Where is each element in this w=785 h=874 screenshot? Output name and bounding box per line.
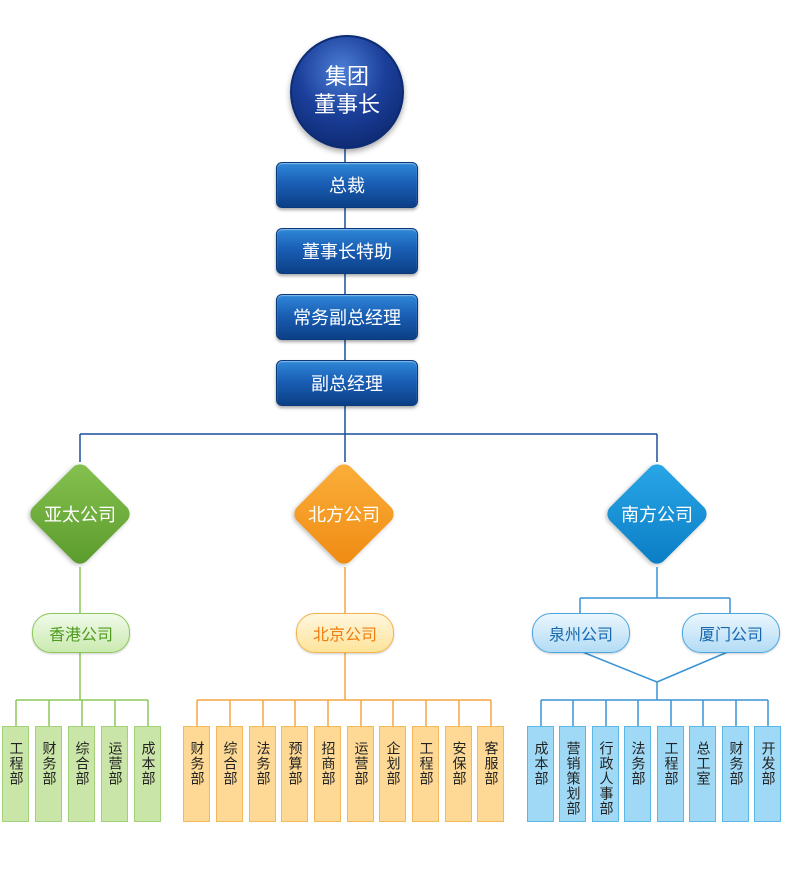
region-label: 南方公司 [621, 505, 693, 526]
dept-box[interactable]: 法务部 [249, 726, 276, 822]
dept-label: 法务部 [629, 741, 646, 786]
dept-box[interactable]: 财务部 [35, 726, 62, 822]
exec-chairman-assistant[interactable]: 董事长特助 [276, 228, 418, 274]
subsidiary-hong-kong[interactable]: 香港公司 [32, 613, 130, 653]
dept-label: 安保部 [450, 741, 467, 786]
dept-label: 财务部 [188, 741, 205, 786]
dept-box[interactable]: 开发部 [754, 726, 781, 822]
dept-label: 工程部 [417, 741, 434, 786]
dept-box[interactable]: 工程部 [657, 726, 684, 822]
dept-label: 总工室 [694, 741, 711, 786]
dept-label: 综合部 [73, 741, 90, 786]
dept-box[interactable]: 预算部 [281, 726, 308, 822]
dept-label: 工程部 [7, 741, 24, 786]
dept-label: 营销策划部 [564, 741, 581, 816]
dept-box[interactable]: 法务部 [624, 726, 651, 822]
subsidiary-beijing[interactable]: 北京公司 [296, 613, 394, 653]
merge-connector [579, 650, 658, 683]
dept-label: 运营部 [352, 741, 369, 786]
region-label: 北方公司 [308, 505, 380, 526]
dept-label: 成本部 [532, 741, 549, 786]
exec-vp[interactable]: 副总经理 [276, 360, 418, 406]
dept-label: 招商部 [319, 741, 336, 786]
subsidiary-xiamen[interactable]: 厦门公司 [682, 613, 780, 653]
region-label: 亚太公司 [44, 505, 116, 526]
dept-box[interactable]: 成本部 [134, 726, 161, 822]
dept-label: 法务部 [254, 741, 271, 786]
dept-label: 行政人事部 [597, 741, 614, 816]
dept-label: 成本部 [139, 741, 156, 786]
dept-box[interactable]: 工程部 [2, 726, 29, 822]
dept-box[interactable]: 安保部 [445, 726, 472, 822]
dept-label: 开发部 [759, 741, 776, 786]
dept-label: 工程部 [662, 741, 679, 786]
dept-box[interactable]: 综合部 [68, 726, 95, 822]
dept-box[interactable]: 总工室 [689, 726, 716, 822]
dept-label: 客服部 [482, 741, 499, 786]
dept-box[interactable]: 客服部 [477, 726, 504, 822]
subsidiary-quanzhou[interactable]: 泉州公司 [532, 613, 630, 653]
dept-box[interactable]: 运营部 [347, 726, 374, 822]
dept-box[interactable]: 成本部 [527, 726, 554, 822]
dept-label: 财务部 [727, 741, 744, 786]
dept-label: 预算部 [286, 741, 303, 786]
dept-box[interactable]: 运营部 [101, 726, 128, 822]
chairman-node[interactable]: 集团 董事长 [290, 35, 404, 149]
region-node-asia-pacific[interactable]: 亚太公司 [26, 460, 134, 568]
dept-box[interactable]: 财务部 [722, 726, 749, 822]
dept-label: 企划部 [384, 741, 401, 786]
dept-box[interactable]: 企划部 [379, 726, 406, 822]
dept-box[interactable]: 行政人事部 [592, 726, 619, 822]
dept-box[interactable]: 营销策划部 [559, 726, 586, 822]
dept-box[interactable]: 综合部 [216, 726, 243, 822]
exec-executive-vp[interactable]: 常务副总经理 [276, 294, 418, 340]
dept-box[interactable]: 工程部 [412, 726, 439, 822]
region-node-south[interactable]: 南方公司 [603, 460, 711, 568]
exec-president[interactable]: 总裁 [276, 162, 418, 208]
dept-box[interactable]: 财务部 [183, 726, 210, 822]
dept-label: 运营部 [106, 741, 123, 786]
dept-box[interactable]: 招商部 [314, 726, 341, 822]
region-node-north[interactable]: 北方公司 [290, 460, 398, 568]
dept-label: 财务部 [40, 741, 57, 786]
merge-connector [656, 650, 731, 683]
dept-label: 综合部 [221, 741, 238, 786]
